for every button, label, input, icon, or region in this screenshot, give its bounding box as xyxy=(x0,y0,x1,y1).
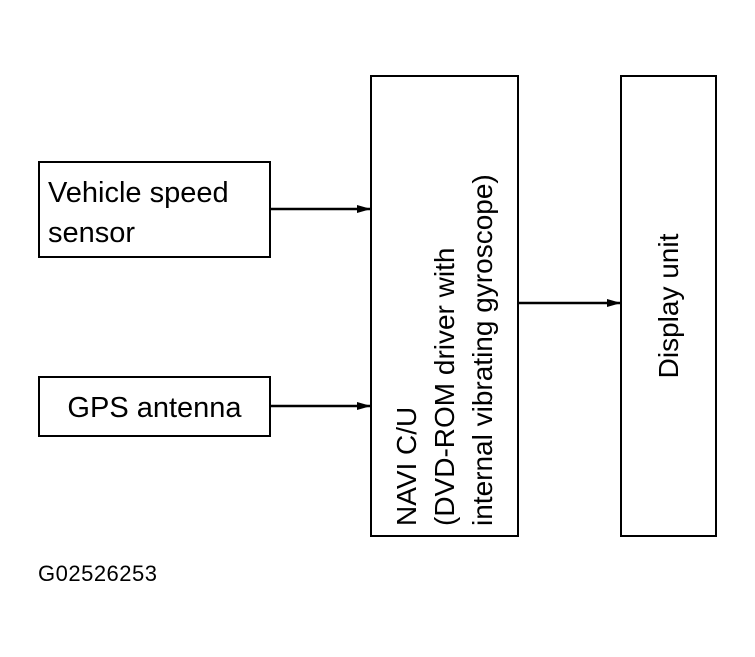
display-unit-block: Display unit xyxy=(620,75,717,537)
navi-control-unit-line-2: (DVD-ROM driver with xyxy=(428,247,460,526)
figure-id: G02526253 xyxy=(38,561,158,586)
display-unit-label: Display unit xyxy=(652,233,684,379)
navi-control-unit-line-1: NAVI C/U xyxy=(390,406,422,526)
vehicle-speed-sensor-block: Vehicle speed sensor xyxy=(38,161,271,258)
navi-control-unit-block: NAVI C/U (DVD-ROM driver with internal v… xyxy=(370,75,519,537)
navi-control-unit-label: NAVI C/U (DVD-ROM driver with internal v… xyxy=(388,86,502,526)
gps-antenna-label: GPS antenna xyxy=(67,392,242,424)
vehicle-speed-sensor-line-1: Vehicle speed xyxy=(48,177,229,209)
gps-antenna-block: GPS antenna xyxy=(38,376,271,437)
vehicle-speed-sensor-line-2: sensor xyxy=(48,217,136,249)
vehicle-speed-sensor-label: Vehicle speed sensor xyxy=(48,173,229,253)
navi-control-unit-line-3: internal vibrating gyroscope) xyxy=(466,174,498,526)
